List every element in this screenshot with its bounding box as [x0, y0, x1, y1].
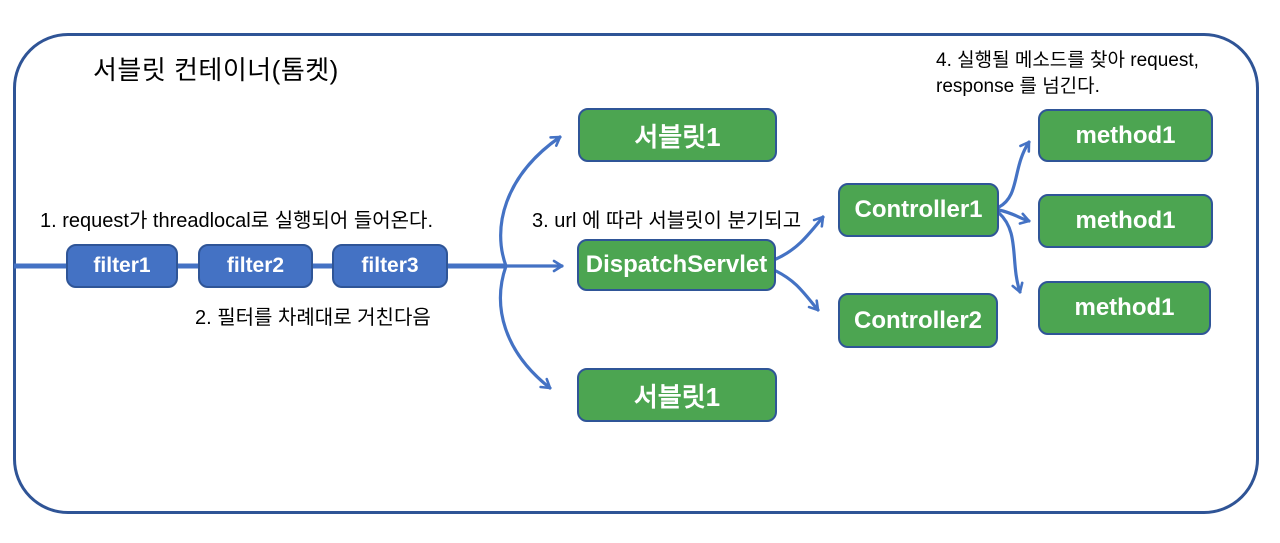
- step4-annotation: 4. 실행될 메소드를 찾아 request, response 를 넘긴다.: [936, 50, 1199, 98]
- node-servlet-top: 서블릿1: [578, 108, 777, 162]
- node-method1-top: method1: [1038, 109, 1213, 162]
- node-controller1: Controller1: [838, 183, 999, 237]
- node-filter2: filter2: [198, 244, 313, 288]
- node-method1-bottom: method1: [1038, 281, 1211, 335]
- node-dispatch-servlet: DispatchServlet: [577, 239, 776, 291]
- node-controller2: Controller2: [838, 293, 998, 348]
- node-servlet-bottom: 서블릿1: [577, 368, 777, 422]
- step3-annotation: 3. url 에 따라 서블릿이 분기되고: [532, 210, 802, 232]
- diagram-title-text: 서블릿 컨테이너(톰켓): [93, 55, 339, 85]
- step2-annotation: 2. 필터를 차례대로 거친다음: [195, 307, 431, 329]
- node-filter1: filter1: [66, 244, 178, 288]
- step1-annotation: 1. request가 threadlocal로 실행되어 들어온다.: [40, 210, 434, 232]
- node-method1-middle: method1: [1038, 194, 1213, 248]
- node-filter3: filter3: [332, 244, 448, 288]
- servlet-container-frame: [13, 33, 1259, 514]
